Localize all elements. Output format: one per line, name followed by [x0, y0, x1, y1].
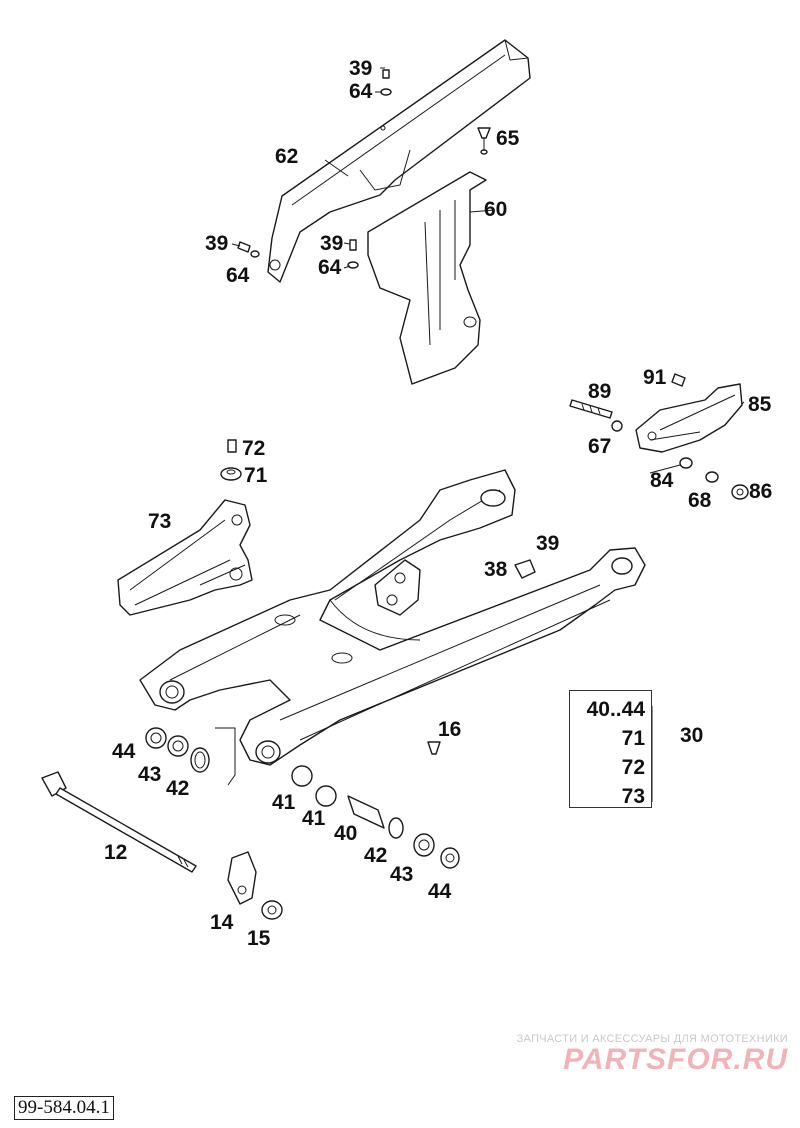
watermark-tagline: ЗАПЧАСТИ И АКСЕССУАРЫ ДЛЯ МОТОТЕХНИКИ	[516, 1033, 788, 1045]
callout-42-left: 42	[166, 777, 189, 800]
plate-part-14	[227, 851, 257, 905]
chain-guard-part-62	[267, 39, 531, 283]
callout-12: 12	[104, 841, 127, 864]
callout-38: 38	[484, 558, 508, 581]
clip-part-38	[514, 559, 536, 579]
washer-part-84	[679, 457, 693, 469]
callout-86: 86	[749, 480, 772, 503]
callout-71: 71	[244, 464, 268, 487]
screw-part-72	[227, 439, 237, 453]
watermark-logo: PARTSFOR.RU	[563, 1043, 788, 1076]
callout-42-right: 42	[364, 844, 387, 867]
callout-84: 84	[650, 469, 674, 492]
callout-89: 89	[588, 380, 611, 403]
kit-item: 72	[621, 756, 645, 779]
callout-39-mount: 39	[536, 532, 559, 555]
callout-43-left: 43	[138, 763, 161, 786]
callout-39-mid: 39	[320, 232, 343, 255]
bolt-part-16	[427, 741, 441, 755]
callout-44-right: 44	[428, 880, 452, 903]
chain-slider-part-60	[367, 171, 487, 385]
bearing-set-right	[291, 765, 460, 869]
nut-part-86	[731, 484, 749, 500]
chain-slider-part-73	[117, 499, 253, 616]
callout-91: 91	[643, 366, 667, 389]
kit-item: 71	[621, 727, 645, 750]
callout-39-top: 39	[349, 57, 372, 80]
callout-64-top: 64	[349, 80, 373, 103]
callout-85: 85	[748, 393, 772, 416]
bolt-part-39-left	[237, 241, 260, 258]
callout-67: 67	[588, 435, 611, 458]
watermark: ЗАПЧАСТИ И АКСЕССУАРЫ ДЛЯ МОТОТЕХНИКИ PA…	[488, 1033, 788, 1077]
callout-64-mid: 64	[318, 256, 342, 279]
kit-contents-box: 40..44 71 72 73	[569, 690, 652, 808]
callout-39-left: 39	[205, 232, 228, 255]
washer-part-68	[705, 471, 719, 483]
callout-65: 65	[496, 127, 520, 150]
callout-43-right: 43	[390, 863, 413, 886]
bolt-part-39-mid	[347, 239, 359, 269]
callout-41-b: 41	[302, 807, 326, 830]
nut-part-15	[261, 900, 283, 920]
kit-item: 73	[621, 785, 645, 808]
drawing-number: 99-584.04.1	[14, 1096, 114, 1120]
callout-41-a: 41	[272, 791, 296, 814]
callout-16: 16	[438, 718, 461, 741]
callout-62: 62	[275, 145, 298, 168]
swingarm-main	[139, 469, 646, 766]
bolt-part-91	[671, 373, 686, 387]
callout-44-left: 44	[112, 740, 136, 763]
callout-73: 73	[148, 510, 171, 533]
washer-part-71	[220, 467, 242, 481]
kit-item: 40..44	[586, 698, 645, 721]
pivot-bolt-part-12	[41, 771, 197, 873]
callout-68: 68	[688, 489, 712, 512]
callout-40: 40	[334, 822, 357, 845]
bolt-part-89	[569, 399, 613, 419]
washer-part-67	[611, 420, 623, 432]
bearing-set-left	[145, 727, 210, 773]
bolt-part-65	[477, 127, 491, 155]
callout-60: 60	[484, 198, 507, 221]
callout-15: 15	[247, 927, 271, 950]
leader-lines	[231, 67, 745, 802]
callout-72: 72	[242, 437, 265, 460]
callout-64-left: 64	[226, 264, 250, 287]
callout-30: 30	[680, 724, 703, 747]
chain-guide-part-85	[635, 383, 743, 453]
bolt-part-39-top	[380, 69, 392, 96]
callout-14: 14	[210, 911, 234, 934]
